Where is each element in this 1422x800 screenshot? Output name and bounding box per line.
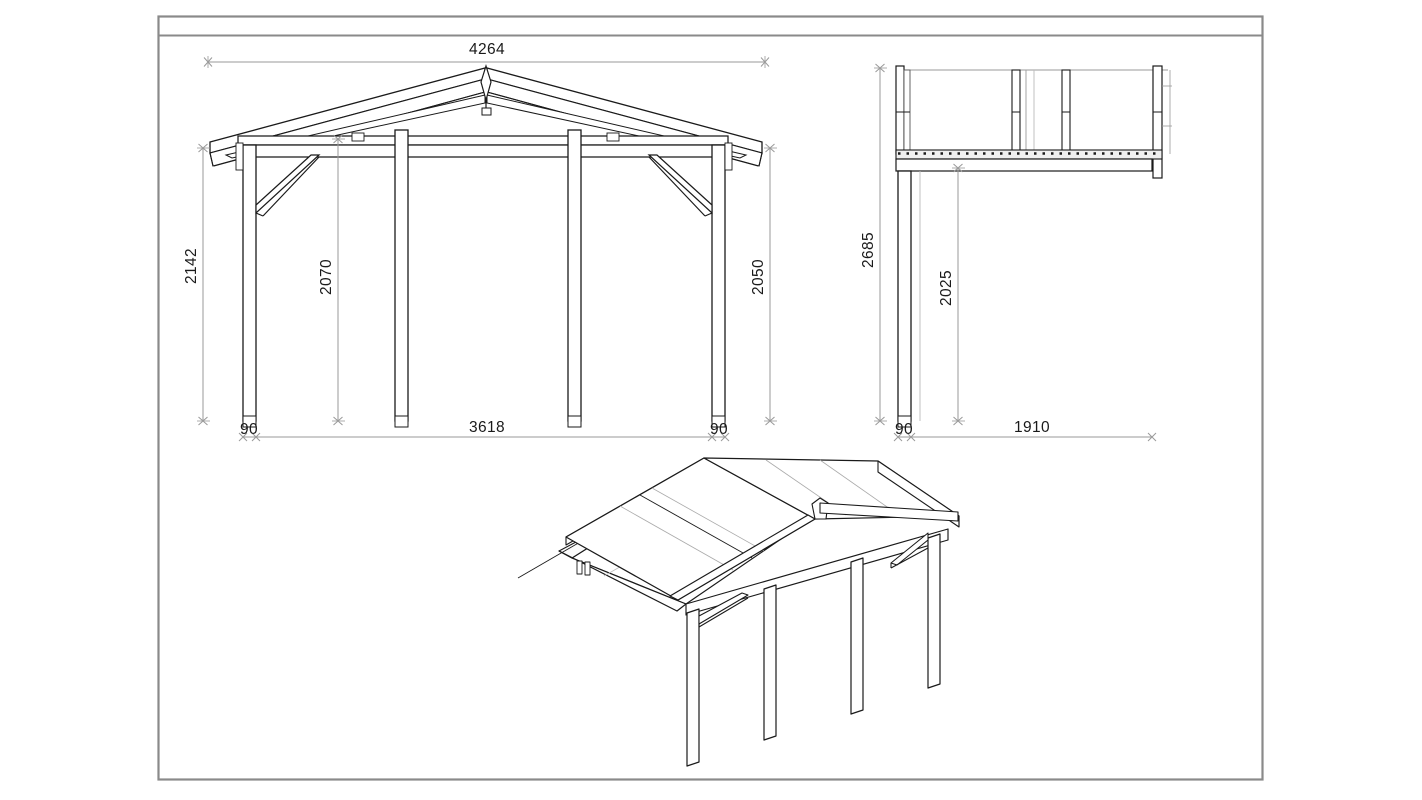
dim-inner-post-height-2070: 2070	[318, 134, 345, 426]
dim-side-post-height-2025: 2025	[938, 163, 965, 426]
roof-edge-left	[209, 152, 214, 167]
finial-base-block	[481, 107, 492, 116]
side-purlin-band	[895, 149, 1163, 160]
diagonal-brace-left	[255, 154, 321, 217]
iso-posts	[686, 533, 941, 767]
verge-board-left-outer	[895, 65, 905, 155]
dim-right-post-height-2050: 2050	[750, 143, 777, 426]
header-beam-upper	[237, 135, 729, 146]
side-verge-board-left	[895, 65, 911, 155]
beam-connector-plates	[351, 132, 620, 142]
post-foot-left-outer	[242, 415, 257, 428]
dim-label-side-90: 90	[895, 421, 913, 438]
ridge-finial	[480, 63, 492, 116]
bracket-right	[724, 142, 733, 171]
post-inner-left	[394, 129, 409, 422]
post-foot-inner-left	[394, 415, 409, 428]
dim-tick-side-90-a	[893, 432, 903, 442]
purlin-band	[895, 149, 1163, 160]
iso-post-4	[927, 533, 941, 689]
dim-tick-side-1910-end	[1147, 432, 1157, 442]
iso-post-1	[686, 608, 700, 767]
brace-left-end	[255, 212, 264, 217]
post-left-outer	[242, 144, 257, 422]
dim-baseline-front: 90 3618 90	[238, 415, 730, 442]
dim-baseline-side: 90 1910	[893, 415, 1157, 442]
connector-plate-left	[351, 132, 365, 142]
dim-label-2025: 2025	[938, 270, 955, 306]
iso-brace-1b	[698, 597, 749, 628]
posts-front-elevation	[242, 129, 726, 422]
iso-roof-panel-line-3	[619, 505, 734, 571]
iso-roof-panel-line-1	[639, 494, 753, 559]
iso-rafter-tail-2	[584, 561, 591, 576]
post-inner-right	[567, 129, 582, 422]
iso-post-2	[763, 584, 777, 741]
front-elevation-view: 4264	[183, 41, 777, 442]
dim-tick-90-left-b	[251, 432, 261, 442]
connector-plate-right	[606, 132, 620, 142]
iso-braces	[698, 532, 929, 628]
post-foot-inner-right	[567, 415, 582, 428]
iso-rafter-tails	[576, 560, 591, 576]
diagonal-brace-right	[647, 154, 713, 217]
head-beam-side	[895, 158, 1153, 172]
dim-label-3618: 3618	[469, 419, 505, 436]
dim-side-total-height-2685: 2685	[860, 63, 887, 426]
dim-overall-width: 4264	[203, 41, 770, 68]
iso-post-3	[850, 557, 864, 715]
dim-label-2050: 2050	[750, 259, 767, 295]
post-foot-side	[897, 415, 912, 428]
dim-tick-side-90-b	[906, 432, 916, 442]
eaves-bracket-details	[235, 142, 733, 171]
verge-board-right	[1152, 65, 1163, 179]
roof-edge-right	[758, 152, 763, 167]
dim-tick-90-right-b	[720, 432, 730, 442]
dim-label-1910: 1910	[1014, 419, 1050, 436]
iso-header-beam-front	[685, 528, 949, 616]
bracket-left	[235, 142, 244, 171]
side-head-beam	[895, 158, 1153, 172]
brace-left-b	[262, 156, 320, 217]
dim-label-2685: 2685	[860, 232, 877, 268]
brace-right-end	[704, 212, 713, 217]
dim-tick-90-right-a	[707, 432, 717, 442]
brace-left-a	[255, 154, 321, 215]
iso-roof-right-seam-2	[819, 459, 901, 517]
post-right-outer	[711, 144, 726, 422]
post-side-front	[897, 170, 912, 422]
dim-label-90-right: 90	[710, 421, 728, 438]
header-beam	[237, 135, 729, 158]
side-posts	[897, 170, 921, 422]
iso-verge-rafter	[669, 514, 816, 601]
dim-label-overall-width: 4264	[469, 41, 505, 58]
iso-rafter-tail-1	[576, 560, 583, 575]
iso-roof-panel-line-2	[651, 487, 765, 552]
side-elevation-view: 2685 2025 90 1910	[860, 63, 1172, 442]
dim-label-2070: 2070	[318, 259, 335, 295]
brace-right-a	[647, 154, 713, 215]
dim-left-post-height-2142: 2142	[183, 143, 210, 426]
brace-right-b	[648, 156, 706, 217]
isometric-3d-view	[517, 457, 960, 767]
iso-ridge-beam	[819, 502, 959, 522]
dim-label-90-left: 90	[240, 421, 258, 438]
post-foot-right-outer	[711, 415, 726, 428]
dim-tick-90-left-a	[238, 432, 248, 442]
iso-brace-1a	[698, 592, 749, 625]
iso-brace-2b	[890, 547, 929, 569]
side-verge-board-right	[1152, 65, 1172, 179]
dim-label-2142: 2142	[183, 248, 200, 284]
